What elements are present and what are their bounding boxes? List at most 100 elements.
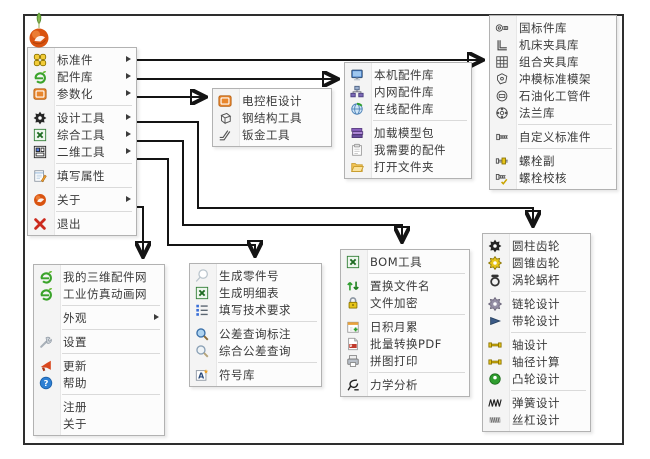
menu-item[interactable]: 综合工具 — [28, 126, 136, 143]
menu-item-label: 法兰库 — [519, 105, 555, 120]
menu-item[interactable]: 标准件 — [28, 51, 136, 68]
menu-item[interactable]: 螺栓副 — [490, 152, 616, 169]
menu-item[interactable]: 综合公差查询 — [190, 342, 321, 359]
connector-design-tools — [137, 121, 533, 224]
globe-icon — [349, 101, 365, 117]
app-logo-icon — [28, 12, 50, 50]
menu-item[interactable]: 打开文件夹 — [345, 158, 471, 175]
menu-item[interactable]: 力学分析 — [341, 376, 469, 393]
menu-item-label: 冲模标准模架 — [519, 71, 591, 86]
menu-item[interactable]: 配件库 — [28, 68, 136, 85]
menu-separator — [369, 273, 465, 274]
menu-separator — [511, 291, 586, 292]
menu-item[interactable]: 链轮设计 — [483, 295, 590, 312]
menu-item-label: 配件库 — [57, 69, 93, 84]
menu-item[interactable]: 弹簧设计 — [483, 394, 590, 411]
excel-icon — [345, 254, 361, 270]
menu-item[interactable]: 填写技术要求 — [190, 301, 321, 318]
menu-item[interactable]: 螺栓校核 — [490, 169, 616, 186]
menu-item[interactable]: 关于 — [34, 415, 164, 432]
submenu-arrow-icon — [154, 314, 159, 320]
menu-item[interactable]: 二维工具 — [28, 143, 136, 160]
menu-item[interactable]: 钣金工具 — [213, 126, 331, 143]
menu-item[interactable]: 轴径计算 — [483, 353, 590, 370]
menu-item[interactable]: 在线配件库 — [345, 100, 471, 117]
menu-separator — [518, 148, 612, 149]
menu-item[interactable]: 加载模型包 — [345, 124, 471, 141]
menu-item-label: 凸轮设计 — [512, 371, 560, 386]
menu-item[interactable]: 机床夹具库 — [490, 36, 616, 53]
svg-text:A: A — [198, 371, 205, 380]
menu-item[interactable]: 公差查询标注 — [190, 325, 321, 342]
menu-item[interactable]: ?帮助 — [34, 374, 164, 391]
menu-item-label: BOM工具 — [370, 254, 423, 269]
menu-item-label: 丝杠设计 — [512, 412, 560, 427]
menu-item[interactable]: 关于 — [28, 191, 136, 208]
screw-icon — [487, 412, 503, 428]
notepad-icon — [32, 168, 48, 184]
menu-item[interactable]: 冲模标准模架 — [490, 70, 616, 87]
menu-item-label: 我的三维配件网 — [63, 269, 147, 284]
menu-item[interactable]: 圆柱齿轮 — [483, 237, 590, 254]
menu-item-label: 生成零件号 — [219, 268, 279, 283]
menu-item[interactable]: 外观 — [34, 309, 164, 326]
menu-item[interactable]: 法兰库 — [490, 104, 616, 121]
menu-item[interactable]: 内网配件库 — [345, 83, 471, 100]
menu-item[interactable]: 电控柜设计 — [213, 92, 331, 109]
magnifier-gray-icon — [194, 343, 210, 359]
menu-item[interactable]: 钢结构工具 — [213, 109, 331, 126]
menu-item[interactable]: 组合夹具库 — [490, 53, 616, 70]
menu-item-label: 力学分析 — [370, 377, 418, 392]
green-e-icon — [32, 69, 48, 85]
menu-separator — [62, 329, 160, 330]
worm-gear-icon — [487, 272, 503, 288]
menu-item[interactable]: 涡轮蜗杆 — [483, 271, 590, 288]
menu-separator — [62, 353, 160, 354]
menu-item[interactable]: 工业仿真动画网 — [34, 285, 164, 302]
menu-item[interactable]: 带轮设计 — [483, 312, 590, 329]
menu-item[interactable]: 石油化工管件 — [490, 87, 616, 104]
menu-item[interactable]: 退出 — [28, 215, 136, 232]
menu-item[interactable]: 注册 — [34, 398, 164, 415]
menu-item[interactable]: BOM工具 — [341, 253, 469, 270]
menu-item[interactable]: A★符号库 — [190, 366, 321, 383]
menu-item[interactable]: 凸轮设计 — [483, 370, 590, 387]
menu-item[interactable]: 生成明细表 — [190, 284, 321, 301]
menu-item[interactable]: 自定义标准件 — [490, 128, 616, 145]
menu-item-label: 弹簧设计 — [512, 395, 560, 410]
menu-item-label: 本机配件库 — [374, 67, 434, 82]
network-icon — [349, 84, 365, 100]
menu-item[interactable]: 批量转换PDF — [341, 335, 469, 352]
menu-item[interactable]: 国标件库 — [490, 19, 616, 36]
menu-item-label: 打开文件夹 — [374, 159, 434, 174]
menu-item[interactable]: 更新 — [34, 357, 164, 374]
param-box-icon — [32, 86, 48, 102]
menu-item[interactable]: 我需要的配件 — [345, 141, 471, 158]
menu-item-label: 综合公差查询 — [219, 343, 291, 358]
menu-item[interactable]: 生成零件号 — [190, 267, 321, 284]
swap-green-icon — [345, 278, 361, 294]
menu-item[interactable]: 本机配件库 — [345, 66, 471, 83]
menu-item[interactable]: 日积月累 — [341, 318, 469, 335]
menu-item[interactable]: 参数化 — [28, 85, 136, 102]
menu-item[interactable]: 拼图打印 — [341, 352, 469, 369]
menu-item[interactable]: 丝杠设计 — [483, 411, 590, 428]
menu-item[interactable]: 圆锥齿轮 — [483, 254, 590, 271]
puzzle-icon — [32, 52, 48, 68]
menu-item-label: 填写属性 — [57, 168, 105, 183]
mechanics-icon — [345, 377, 361, 393]
menu-item[interactable]: 设计工具 — [28, 109, 136, 126]
menu-item[interactable]: 设置 — [34, 333, 164, 350]
outer-frame — [23, 14, 624, 445]
menu-item[interactable]: 我的三维配件网 — [34, 268, 164, 285]
menu-item[interactable]: 置换文件名 — [341, 277, 469, 294]
menu-item-label: 加载模型包 — [374, 125, 434, 140]
blank-icon — [38, 416, 54, 432]
submenu-arrow-icon — [126, 196, 131, 202]
menu-item[interactable]: 填写属性 — [28, 167, 136, 184]
menu-item[interactable]: 文件加密 — [341, 294, 469, 311]
menu-item[interactable]: 轴设计 — [483, 336, 590, 353]
spring-icon — [487, 395, 503, 411]
